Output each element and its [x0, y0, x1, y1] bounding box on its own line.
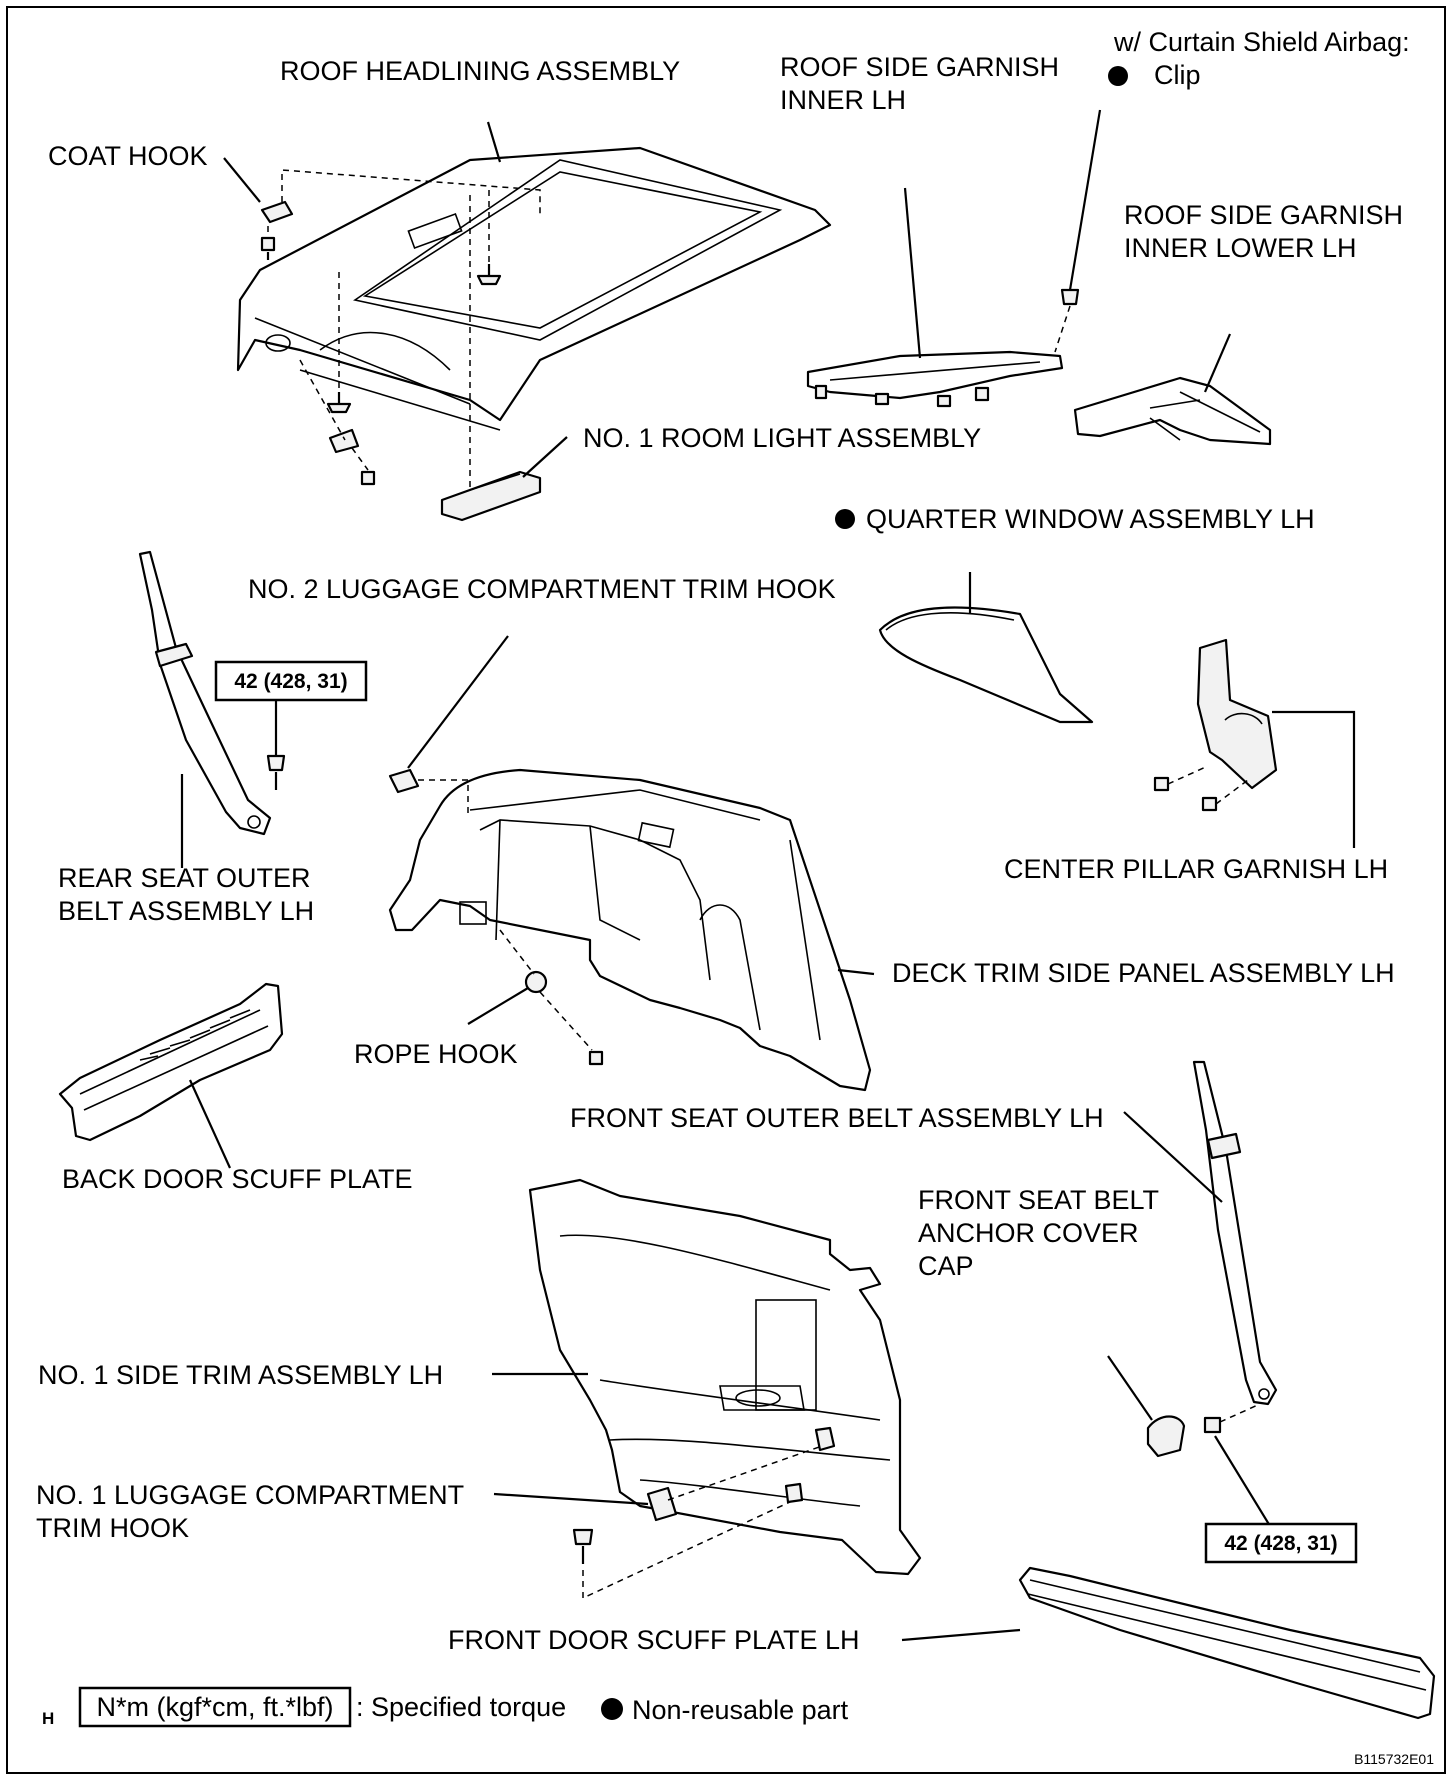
- quarter-window-drawing: [835, 509, 1094, 724]
- rear-belt-drawing: [138, 550, 286, 836]
- torque-legend-box: [78, 1686, 352, 1728]
- headlining-pins: [326, 264, 502, 486]
- room-light-drawing: [440, 470, 542, 522]
- deck-trim-panel-drawing: [388, 768, 872, 1092]
- torque-box-rear-belt: 42 (428, 31): [214, 660, 368, 702]
- anchor-cover-cap-drawing: [1146, 1415, 1186, 1458]
- label-quarter-window: QUARTER WINDOW ASSEMBLY LH: [866, 504, 1315, 534]
- label-roof-side-garnish-inner-2: INNER LH: [780, 85, 906, 115]
- label-luggage-hook-1-b: TRIM HOOK: [36, 1513, 189, 1543]
- label-roof-side-garnish-lower-1: ROOF SIDE GARNISH: [1124, 200, 1403, 230]
- label-clip: Clip: [1154, 60, 1201, 90]
- non-reusable-icon: [601, 1698, 623, 1720]
- non-reusable-label: Non-reusable part: [632, 1695, 849, 1725]
- label-luggage-hook-2: NO. 2 LUGGAGE COMPARTMENT TRIM HOOK: [248, 574, 836, 604]
- torque-desc: : Specified torque: [356, 1692, 566, 1722]
- side-trim-drawing: [528, 1178, 922, 1576]
- label-anchor-cover-2: ANCHOR COVER: [918, 1218, 1139, 1248]
- label-front-belt: FRONT SEAT OUTER BELT ASSEMBLY LH: [570, 1103, 1104, 1133]
- label-luggage-hook-1-a: NO. 1 LUGGAGE COMPARTMENT: [36, 1480, 464, 1510]
- rope-hook-drawing: [524, 970, 604, 1066]
- label-roof-side-garnish-inner-1: ROOF SIDE GARNISH: [780, 52, 1059, 82]
- section-letter: H: [42, 1709, 54, 1728]
- label-anchor-cover-1: FRONT SEAT BELT: [918, 1185, 1159, 1215]
- label-roof-side-garnish-lower-2: INNER LOWER LH: [1124, 233, 1357, 263]
- label-anchor-cover-3: CAP: [918, 1251, 974, 1281]
- roof-headlining-drawing: [236, 146, 832, 431]
- label-side-trim: NO. 1 SIDE TRIM ASSEMBLY LH: [38, 1360, 443, 1390]
- label-roof-headlining: ROOF HEADLINING ASSEMBLY: [280, 56, 680, 86]
- clip-drawing: [1060, 66, 1128, 306]
- label-center-pillar: CENTER PILLAR GARNISH LH: [1004, 854, 1388, 884]
- figure-id: B115732E01: [1354, 1751, 1434, 1767]
- torque-front-belt-value: 42 (428, 31): [1224, 1532, 1337, 1555]
- torque-unit: N*m (kgf*cm, ft.*lbf): [96, 1692, 333, 1722]
- label-coat-hook: COAT HOOK: [48, 141, 208, 171]
- label-curtain-airbag: w/ Curtain Shield Airbag:: [1113, 27, 1410, 57]
- front-belt-drawing: [1192, 1060, 1278, 1434]
- label-rear-belt-2: BELT ASSEMBLY LH: [58, 896, 314, 926]
- label-back-door-scuff: BACK DOOR SCUFF PLATE: [62, 1164, 413, 1194]
- label-deck-trim: DECK TRIM SIDE PANEL ASSEMBLY LH: [892, 958, 1395, 988]
- diagram-frame: [6, 6, 1446, 1774]
- label-rope-hook: ROPE HOOK: [354, 1039, 518, 1069]
- coat-hook-drawing: [260, 200, 294, 260]
- roof-side-garnish-inner-drawing: [806, 350, 1064, 408]
- center-pillar-drawing: [1153, 638, 1278, 812]
- label-rear-belt-1: REAR SEAT OUTER: [58, 863, 311, 893]
- roof-side-garnish-lower-drawing: [1073, 376, 1272, 446]
- luggage-hook-2-drawing: [388, 768, 420, 794]
- torque-rear-belt-value: 42 (428, 31): [234, 670, 347, 693]
- luggage-hook-1-drawing: [572, 1486, 678, 1564]
- label-room-light: NO. 1 ROOM LIGHT ASSEMBLY: [583, 423, 981, 453]
- label-front-door-scuff: FRONT DOOR SCUFF PLATE LH: [448, 1625, 860, 1655]
- back-door-scuff-drawing: [58, 982, 284, 1142]
- front-door-scuff-drawing: [1018, 1566, 1436, 1720]
- torque-box-front-belt: 42 (428, 31): [1204, 1522, 1358, 1564]
- legend: H N*m (kgf*cm, ft.*lbf) : Specified torq…: [42, 1686, 1434, 1767]
